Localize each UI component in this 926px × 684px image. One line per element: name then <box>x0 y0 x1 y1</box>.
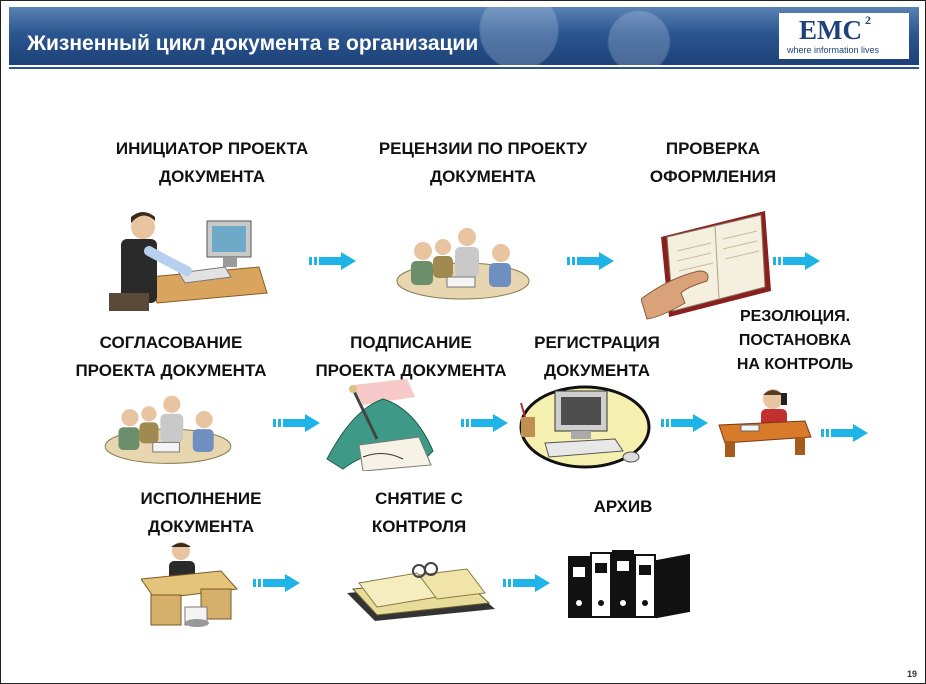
right-arrow-icon <box>821 423 869 443</box>
step-label-line: ПОСТАНОВКА <box>737 329 853 353</box>
step-label-line: РЕЦЕНЗИИ ПО ПРОЕКТУ <box>379 135 587 163</box>
step-label-line: СОГЛАСОВАНИЕ <box>75 329 266 357</box>
meeting-group-icon <box>383 223 543 307</box>
step-label-line: РЕГИСТРАЦИЯ <box>534 329 660 357</box>
step-label-line: АРХИВ <box>594 493 653 521</box>
binder-papers-icon <box>347 553 497 623</box>
step-label-signing: ПОДПИСАНИЕ ПРОЕКТА ДОКУМЕНТА <box>315 329 506 385</box>
right-arrow-icon <box>461 413 509 433</box>
step-label-line: НА КОНТРОЛЬ <box>737 353 853 377</box>
archive-binders-icon <box>567 547 693 623</box>
computer-workstation-icon <box>515 381 651 473</box>
step-label-line: ПОДПИСАНИЕ <box>315 329 506 357</box>
signing-pen-icon <box>323 379 441 471</box>
right-arrow-icon <box>503 573 551 593</box>
step-label-format-check: ПРОВЕРКА ОФОРМЛЕНИЯ <box>650 135 776 191</box>
person-at-desk-icon <box>141 539 241 631</box>
step-label-line: ДОКУМЕНТА <box>379 163 587 191</box>
step-label-line: ПРОЕКТА ДОКУМЕНТА <box>75 357 266 385</box>
step-label-line: КОНТРОЛЯ <box>372 513 466 541</box>
meeting-group-icon <box>89 391 247 471</box>
step-label-line: ПРОВЕРКА <box>650 135 776 163</box>
step-label-removal: СНЯТИЕ С КОНТРОЛЯ <box>372 485 466 541</box>
page-number: 19 <box>907 669 917 679</box>
step-label-line: ИНИЦИАТОР ПРОЕКТА <box>116 135 308 163</box>
step-label-archive: АРХИВ <box>594 493 653 521</box>
step-label-approval: СОГЛАСОВАНИЕ ПРОЕКТА ДОКУМЕНТА <box>75 329 266 385</box>
logo-tagline: where information lives <box>787 45 879 55</box>
step-label-execution: ИСПОЛНЕНИЕ ДОКУМЕНТА <box>141 485 262 541</box>
right-arrow-icon <box>661 413 709 433</box>
step-label-initiator: ИНИЦИАТОР ПРОЕКТА ДОКУМЕНТА <box>116 135 308 191</box>
step-label-registration: РЕГИСТРАЦИЯ ДОКУМЕНТА <box>534 329 660 385</box>
emc-logo: EMC 2 where information lives <box>779 13 909 59</box>
right-arrow-icon <box>567 251 615 271</box>
page-title: Жизненный цикл документа в организации <box>27 33 478 54</box>
step-label-line: СНЯТИЕ С <box>372 485 466 513</box>
logo-text: EMC <box>799 15 862 46</box>
header-divider <box>9 67 919 69</box>
logo-superscript: 2 <box>865 13 871 28</box>
header-band: Жизненный цикл документа в организации E… <box>9 7 919 65</box>
step-label-reviews: РЕЦЕНЗИИ ПО ПРОЕКТУ ДОКУМЕНТА <box>379 135 587 191</box>
person-at-computer-icon <box>109 207 269 311</box>
right-arrow-icon <box>273 413 321 433</box>
right-arrow-icon <box>773 251 821 271</box>
open-book-hand-icon <box>641 207 773 325</box>
step-label-line: ДОКУМЕНТА <box>116 163 308 191</box>
right-arrow-icon <box>309 251 357 271</box>
manager-at-desk-phone-icon <box>717 381 813 459</box>
step-label-line: ДОКУМЕНТА <box>141 513 262 541</box>
step-label-line: ИСПОЛНЕНИЕ <box>141 485 262 513</box>
right-arrow-icon <box>253 573 301 593</box>
step-label-line: ОФОРМЛЕНИЯ <box>650 163 776 191</box>
